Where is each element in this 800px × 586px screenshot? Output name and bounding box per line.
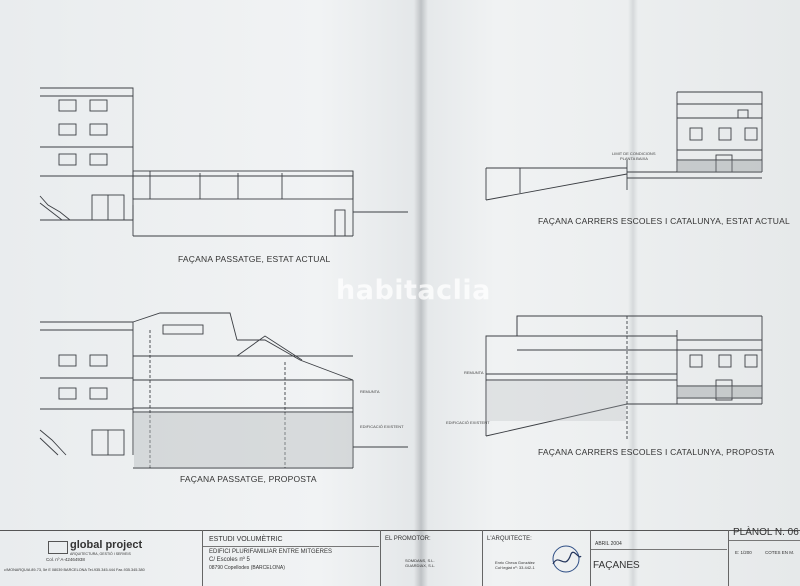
annotation-edificacio-left: EDIFICACIÓ EXISTENT bbox=[360, 424, 404, 429]
study-cell: ESTUDI VOLUMÈTRIC EDIFICI PLURIFAMILIAR … bbox=[202, 530, 379, 586]
elevation-passatge-proposta bbox=[39, 312, 408, 469]
annotation-remunta-left: REMUNTA bbox=[360, 389, 380, 394]
promoter-line2: GUARDIAX, S.L. bbox=[405, 563, 436, 568]
company-reg: Col. nº A-42464938 bbox=[46, 557, 85, 562]
promoter-cell: EL PROMOTOR: SOMDANS, S.L. GUARDIAX, S.L… bbox=[380, 530, 481, 586]
date-rule bbox=[591, 549, 727, 550]
elevation-carrers-proposta bbox=[485, 315, 763, 440]
scale: E: 1/200 bbox=[735, 550, 752, 555]
plan-number: PLÀNOL N. 06 bbox=[733, 527, 799, 538]
caption-passatge-proposta: FAÇANA PASSATGE, PROPOSTA bbox=[180, 474, 317, 484]
caption-carrers-proposta: FAÇANA CARRERS ESCOLES I CATALUNYA, PROP… bbox=[538, 447, 775, 457]
architect-label: L'ARQUITECTE: bbox=[487, 536, 532, 542]
title-block-top-rule bbox=[0, 530, 800, 531]
architect-signature-stamp bbox=[552, 545, 582, 573]
paper-fold bbox=[414, 0, 428, 586]
annotation-limit-1: LIMIT DE CONDICIONS bbox=[612, 151, 656, 156]
annotation-remunta-right: REMUNTA bbox=[464, 370, 484, 375]
annotation-edificacio-right: EDIFICACIÓ EXISTENT bbox=[446, 420, 490, 425]
study-rule bbox=[203, 546, 379, 547]
elevation-carrers-actual bbox=[485, 91, 763, 201]
units: COTES EN M. bbox=[765, 550, 795, 555]
company-name: global project bbox=[70, 539, 143, 551]
date: ABRIL 2004 bbox=[595, 541, 622, 547]
project-line1: EDIFICI PLURIFAMILIAR ENTRE MITGERES bbox=[209, 549, 333, 555]
project-line3: 08790 Copellodes (BARCELONA) bbox=[209, 565, 285, 571]
project-line2: C/ Escoles nº 5 bbox=[209, 557, 250, 563]
caption-carrers-actual: FAÇANA CARRERS ESCOLES I CATALUNYA, ESTA… bbox=[538, 216, 790, 226]
architect-name: Enric Checa González bbox=[495, 560, 535, 565]
plan-cell: PLÀNOL N. 06 E: 1/200 COTES EN M. bbox=[728, 527, 800, 586]
architect-cell: L'ARQUITECTE: Enric Checa González Col·l… bbox=[482, 530, 589, 586]
company-logo-icon bbox=[48, 541, 68, 554]
sheet-title: FAÇANES bbox=[593, 560, 640, 571]
company-sub: ARQUITECTURA, GESTIÓ I SERVEIS bbox=[70, 552, 131, 556]
elevation-passatge-actual bbox=[39, 87, 408, 237]
date-cell: ABRIL 2004 FAÇANES bbox=[590, 530, 727, 586]
company-cell: global project ARQUITECTURA, GESTIÓ I SE… bbox=[0, 530, 200, 586]
watermark-logo: habitaclia bbox=[336, 275, 491, 306]
study-title: ESTUDI VOLUMÈTRIC bbox=[209, 536, 283, 543]
promoter-line1: SOMDANS, S.L. bbox=[405, 558, 435, 563]
architect-reg: Col·legiat nº: 33.442-1 bbox=[495, 565, 535, 570]
paper-fold-secondary bbox=[628, 0, 638, 586]
promoter-label: EL PROMOTOR: bbox=[385, 536, 431, 542]
annotation-limit-2: PLANTA BAIXA bbox=[620, 156, 648, 161]
caption-passatge-actual: FAÇANA PASSATGE, ESTAT ACTUAL bbox=[178, 254, 331, 264]
title-block: global project ARQUITECTURA, GESTIÓ I SE… bbox=[0, 527, 800, 586]
company-address: c/MONARQUIA 89-73, 5è E 08039 BARCELONA … bbox=[4, 568, 145, 572]
plan-rule bbox=[729, 540, 800, 541]
